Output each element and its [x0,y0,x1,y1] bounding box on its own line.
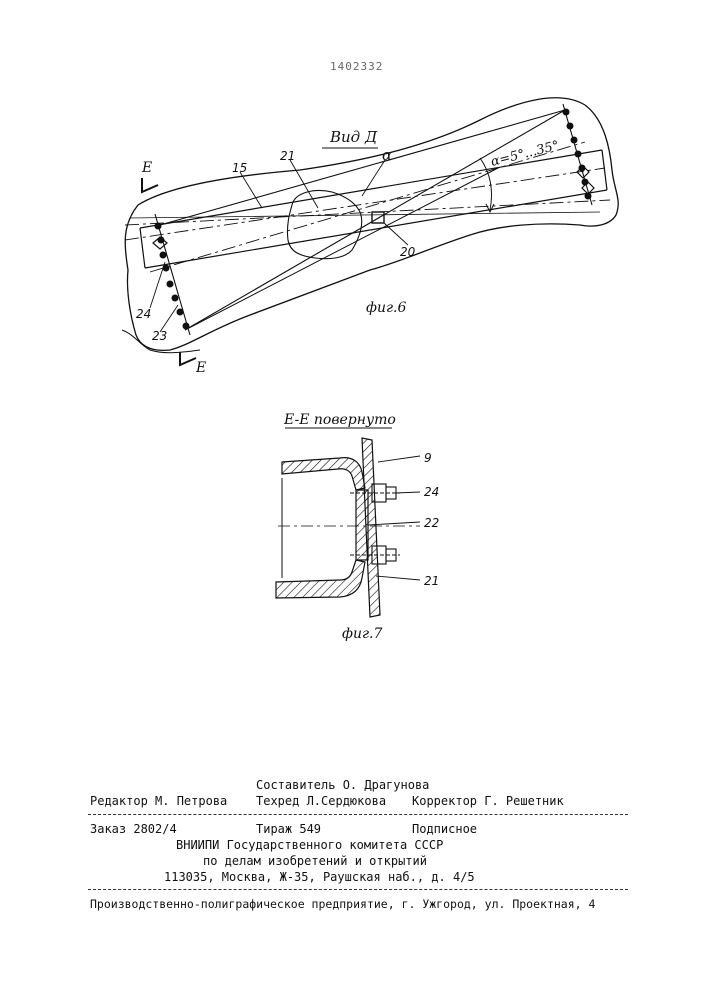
ref-20: 20 [400,245,416,259]
angle-range: α=5°...35° [489,138,560,169]
plate-22 [356,490,368,560]
ref-15: 15 [232,161,247,175]
imprint-circulation: Тираж 549 [256,822,321,836]
channel-upper-wall [282,458,365,490]
diagonal-cross [185,168,498,330]
ref-22: 22 [424,516,439,530]
rail-lower-edge [145,190,607,268]
imprint-order: Заказ 2802/4 [90,822,177,836]
imprint-org-line2: по делам изобретений и открытий [203,854,427,868]
hub-20 [372,212,384,223]
imprint-rule-bottom [88,889,628,890]
link-chain-right-line [563,104,592,205]
leader-24 [150,262,165,308]
ref-21-fig7: 21 [424,574,439,588]
imprint-subscription: Подписное [412,822,477,836]
leader-alpha [362,160,385,196]
section-title: E-E повернуто [283,412,396,428]
section-arrow-bottom [180,352,196,365]
section-arrow-top [142,178,158,192]
imprint-org-line1: ВНИИПИ Государственного комитета СССР [176,838,443,852]
imprint-address: 113035, Москва, Ж-35, Раушская наб., д. … [164,870,475,884]
ref-9: 9 [424,451,432,465]
ref-21-fig6: 21 [280,149,295,163]
rail-upper-edge [140,150,602,228]
ref-24-fig6: 24 [136,307,151,321]
channel-lower-wall [276,560,365,598]
imprint-techred: Техред Л.Сердюкова [256,794,386,808]
rail-left-end [140,228,145,268]
caption-fig7: фиг.7 [342,626,383,642]
angle-arc [480,158,492,210]
section-mark-top: E [141,160,152,176]
angle-symbol: α [382,146,392,164]
leader-15 [240,172,262,208]
view-label: Вид Д [329,128,378,146]
leader-21-fig7 [376,576,420,580]
drawing-sheet: Вид Д E E α α=5°...35° 15 21 20 24 23 фи… [0,0,707,760]
ref-24-fig7: 24 [424,485,439,499]
leader-20 [384,223,408,245]
section-mark-bottom: E [195,360,206,376]
figure-7 [276,428,420,617]
imprint-compiler: Составитель О. Драгунова [256,778,429,792]
axis-line-4 [130,212,600,218]
imprint-editor: Редактор М. Петрова [90,794,227,808]
ref-23: 23 [152,329,167,343]
link-chain-left-line [155,214,190,335]
leader-24-fig7 [396,492,420,493]
leader-23 [160,305,178,332]
rail-right-end [602,150,607,190]
leader-9 [378,456,420,462]
caption-fig6: фиг.6 [366,300,407,316]
imprint-printer: Производственно-полиграфическое предприя… [90,897,595,911]
imprint-rule-top [88,814,628,815]
imprint-corrector: Корректор Г. Решетник [412,794,564,808]
